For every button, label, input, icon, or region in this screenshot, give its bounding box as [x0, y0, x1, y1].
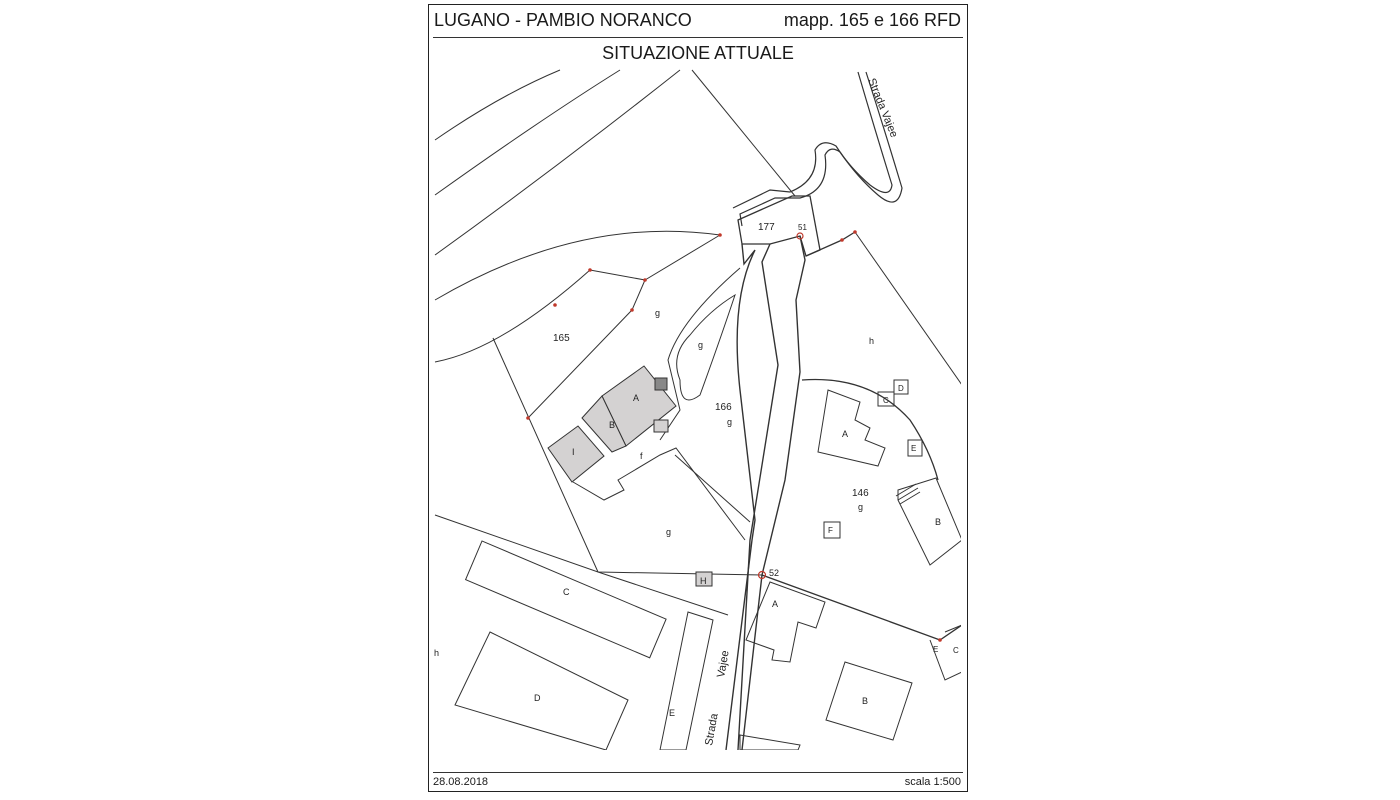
- stair-146: [895, 483, 921, 505]
- parcel-146-north: [805, 231, 856, 257]
- parcel-146-boundary: [801, 378, 939, 481]
- building-e-left: [659, 611, 714, 750]
- landuse-g-146: g: [858, 502, 863, 512]
- street-label-lower-b: Vajee: [715, 650, 732, 679]
- label-e-146: E: [911, 444, 916, 453]
- label-e-left: E: [669, 708, 675, 718]
- label-f-146: F: [828, 526, 833, 535]
- building-i-165: [547, 425, 605, 483]
- label-b-165: B: [609, 420, 615, 430]
- parcel-165-label: 165: [553, 333, 570, 344]
- survey-point-51: [796, 232, 804, 240]
- building-f-146: [823, 521, 841, 539]
- landuse-h-146: h: [869, 336, 874, 346]
- building-lower-edge: [739, 734, 801, 750]
- header-divider: [433, 37, 963, 38]
- street-label-upper: Strada Vajee: [865, 77, 900, 140]
- landuse-g-island: g: [698, 340, 703, 350]
- parcel-177-label: 177: [758, 222, 775, 233]
- parcel-146-label: 146: [852, 488, 869, 499]
- road-edge-mid: [737, 243, 779, 750]
- parcel-165-boundary: [492, 234, 721, 573]
- landuse-g-166: g: [727, 417, 732, 427]
- building-a-lower: [745, 581, 826, 663]
- label-h-165: H: [700, 576, 707, 586]
- strada-vajee-upper: [732, 71, 893, 209]
- map-date: 28.08.2018: [433, 776, 489, 788]
- landuse-h-left: h: [434, 648, 439, 658]
- parcel-166-island: [676, 293, 736, 401]
- point-51-label: 51: [798, 223, 807, 232]
- building-e-c-right: [929, 624, 961, 681]
- chimney-165: [654, 377, 668, 391]
- label-e-right: E: [933, 645, 938, 654]
- map-scale: scala 1:500: [904, 776, 961, 788]
- landuse-f-165: f: [640, 451, 643, 461]
- south-boundary: [434, 514, 763, 576]
- label-c-left: C: [563, 587, 570, 597]
- annex-165: [653, 419, 669, 433]
- building-d-146: [893, 379, 909, 395]
- label-d-146: D: [898, 384, 904, 393]
- south-boundary-2: [597, 571, 729, 616]
- parcel-177: [737, 195, 821, 257]
- label-b-lower: B: [862, 696, 868, 706]
- label-i-165: I: [572, 447, 575, 457]
- building-b-146: [897, 477, 961, 566]
- building-e-146: [907, 439, 923, 457]
- footer-divider: [433, 772, 963, 773]
- parcel-146-south: [761, 574, 961, 641]
- parcel-166-boundary: [659, 267, 751, 523]
- survey-point-52: [757, 570, 767, 580]
- building-h-165: [695, 571, 713, 587]
- strada-vajee-upper-edge: [739, 71, 903, 227]
- label-c-146: C: [883, 396, 889, 405]
- label-d-left: D: [534, 693, 541, 703]
- building-b-lower: [825, 661, 913, 741]
- yard-boundary: [572, 447, 746, 541]
- street-label-lower-a: Strada: [703, 712, 721, 747]
- label-a-146: A: [842, 429, 848, 439]
- landuse-g-165: g: [655, 308, 660, 318]
- building-a-146: [817, 389, 886, 467]
- location-title: LUGANO - PAMBIO NORANCO: [434, 10, 692, 30]
- parcel-166-label: 166: [715, 402, 732, 413]
- parcel-boundary: [691, 69, 796, 197]
- road-edge-west: [725, 243, 756, 750]
- point-52-label: 52: [769, 568, 779, 578]
- map-title: SITUAZIONE ATTUALE: [602, 43, 794, 63]
- building-b-165: [581, 395, 627, 453]
- building-c-left: [464, 540, 667, 659]
- landuse-g-south: g: [666, 527, 671, 537]
- label-a-165: A: [633, 393, 639, 403]
- label-c-right: C: [953, 646, 959, 655]
- contour-curves: [434, 69, 721, 363]
- label-a-lower: A: [772, 599, 778, 609]
- building-d-left: [454, 631, 629, 750]
- parcel-boundary: [854, 231, 961, 385]
- label-b-146: B: [935, 517, 941, 527]
- parcel-reference: mapp. 165 e 166 RFD: [783, 10, 961, 30]
- building-c-146: [877, 391, 895, 407]
